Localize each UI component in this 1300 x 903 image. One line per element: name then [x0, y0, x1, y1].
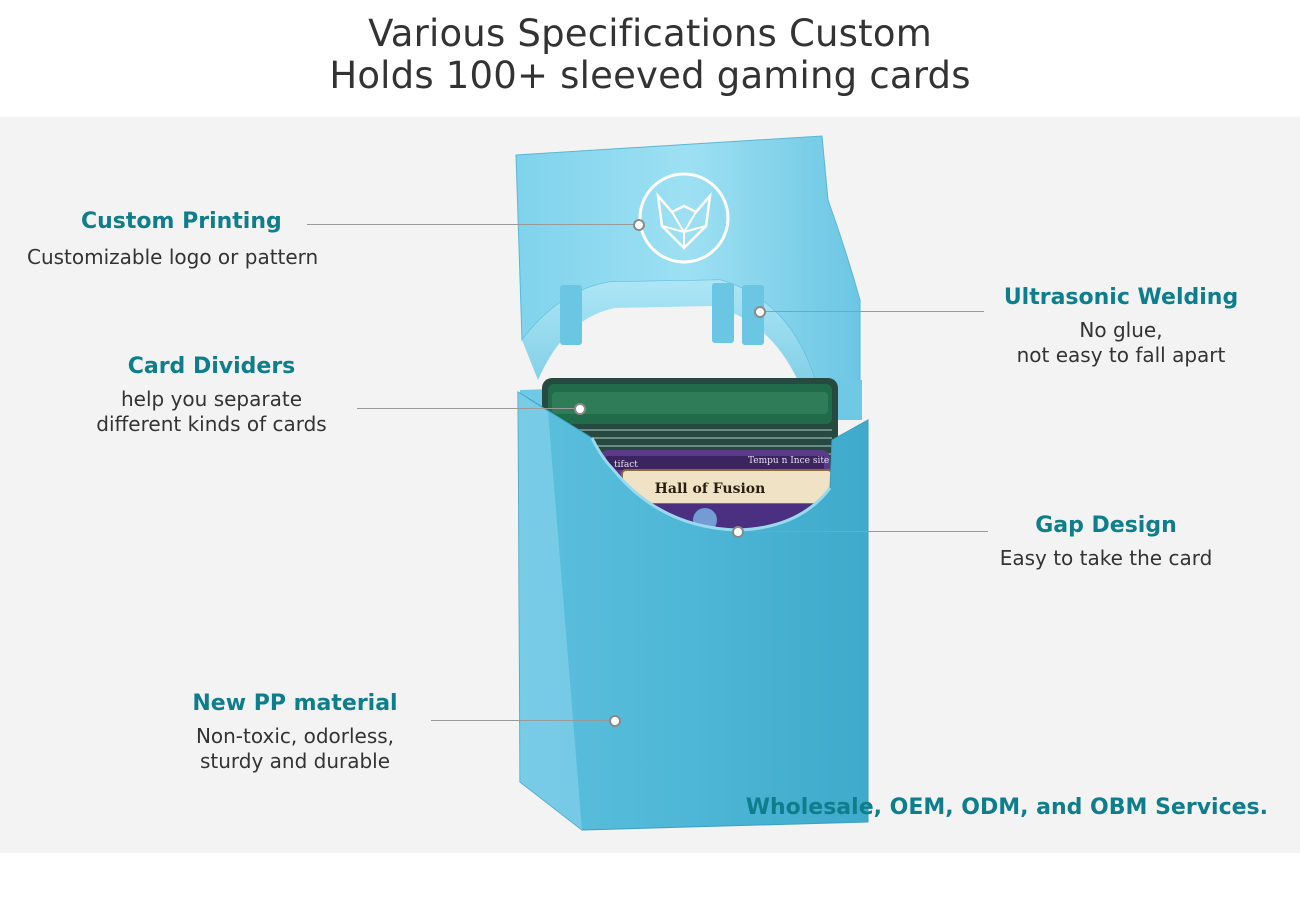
pp-material-desc-line1: Non-toxic, odorless,: [195, 724, 395, 748]
ultrasonic-welding-title: Ultrasonic Welding: [1003, 285, 1239, 310]
card-dividers-desc-line1: help you separate: [121, 387, 302, 411]
lid-ribs: [560, 283, 764, 345]
services-tagline: Wholesale, OEM, ODM, and OBM Services.: [745, 795, 1268, 820]
custom-printing-title: Custom Printing: [81, 209, 282, 234]
card-type-left: tifact: [614, 460, 638, 470]
pp-material-desc-line2: sturdy and durable: [199, 749, 391, 773]
leader-ultrasonic-welding: [762, 311, 984, 312]
leader-gap-design: [740, 531, 988, 532]
wolf-head-logo-icon: [638, 172, 730, 264]
gap-design-title: Gap Design: [1035, 513, 1177, 538]
pp-material-title: New PP material: [192, 691, 398, 716]
card-type-right: Tempu n Ince site: [748, 456, 829, 466]
card-name: Hall of Fusion: [655, 481, 766, 497]
dot-card-dividers: [574, 403, 586, 415]
gap-design-desc: Easy to take the card: [999, 546, 1213, 570]
custom-printing-desc: Customizable logo or pattern: [27, 245, 319, 269]
leader-card-dividers: [357, 408, 575, 409]
dot-pp-material: [609, 715, 621, 727]
dot-custom-printing: [633, 219, 645, 231]
dot-gap-design: [732, 526, 744, 538]
lid-inner: [522, 280, 815, 385]
ultrasonic-welding-desc-line1: No glue,: [1079, 318, 1163, 342]
page-title-line2: Holds 100+ sleeved gaming cards: [329, 54, 971, 97]
leader-pp-material: [431, 720, 611, 721]
card-dividers-title: Card Dividers: [127, 354, 296, 379]
page-title-line1: Various Specifications Custom: [368, 12, 932, 55]
ultrasonic-welding-desc-line2: not easy to fall apart: [1016, 343, 1226, 367]
card-dividers-desc-line2: different kinds of cards: [96, 412, 327, 436]
leader-custom-printing: [307, 224, 637, 225]
gap-rim: [590, 437, 832, 532]
dot-ultrasonic-welding: [754, 306, 766, 318]
